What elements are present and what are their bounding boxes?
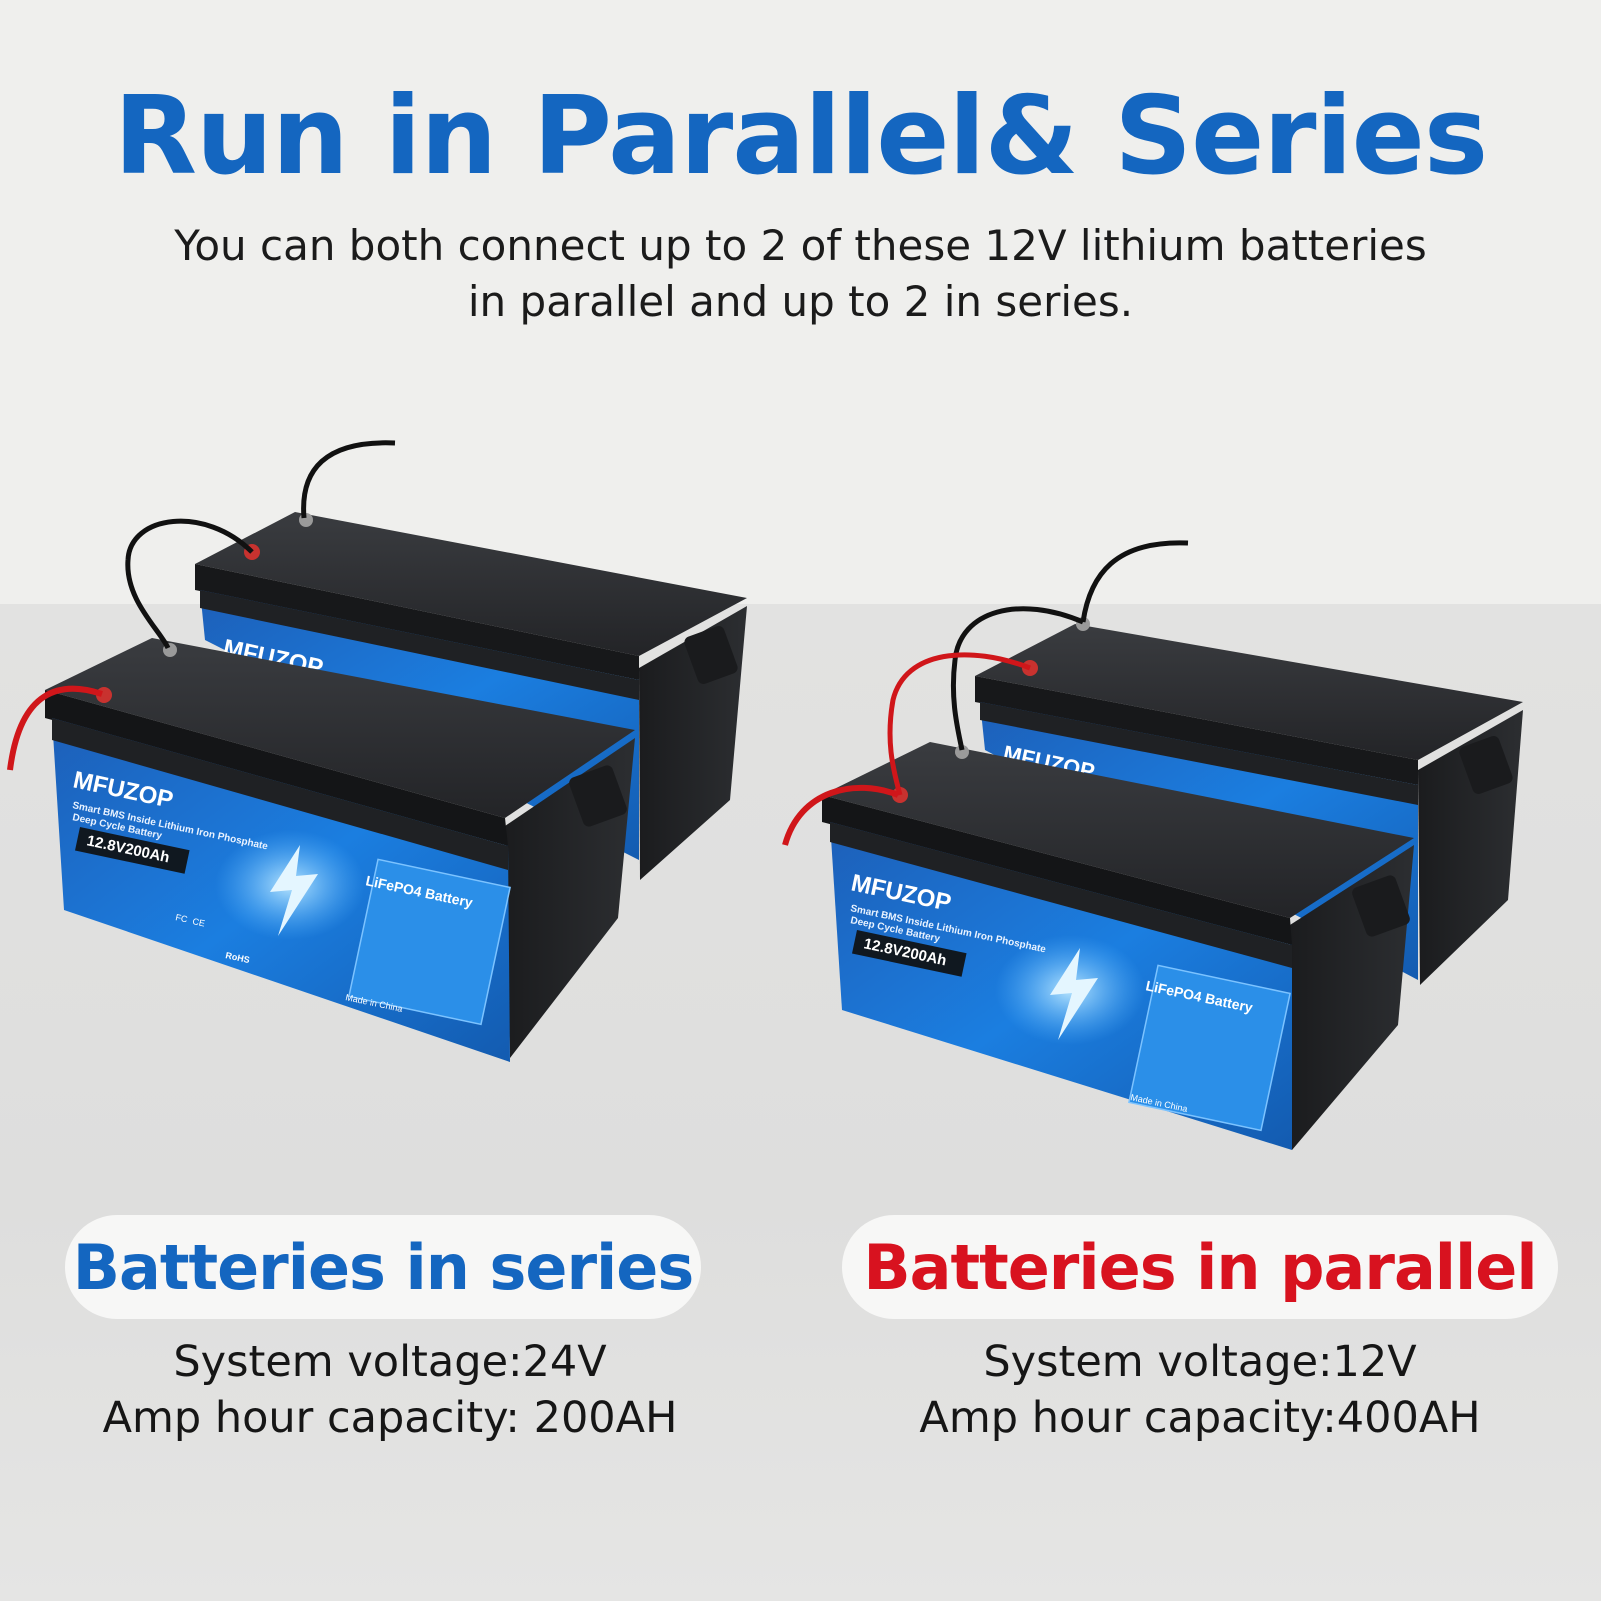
- page-subtitle: You can both connect up to 2 of these 12…: [150, 218, 1451, 330]
- spec-panel: [1128, 964, 1291, 1132]
- series-title-pill: Batteries in series: [65, 1215, 701, 1319]
- terminal-icon: [955, 745, 969, 759]
- parallel-specs: System voltage:12V Amp hour capacity:400…: [840, 1334, 1560, 1446]
- series-capacity: Amp hour capacity: 200AH: [102, 1393, 678, 1443]
- series-specs: System voltage:24V Amp hour capacity: 20…: [60, 1334, 720, 1446]
- red-cable: [7, 685, 103, 771]
- parallel-title: Batteries in parallel: [863, 1230, 1537, 1304]
- page-title: Run in Parallel& Series: [113, 74, 1488, 199]
- battery-front-right: LiFePO4 Battery MFUZOP Smart BMS Inside …: [822, 742, 1414, 1150]
- model-badge: [75, 827, 190, 874]
- subtitle-line-2: in parallel and up to 2 in series.: [467, 277, 1134, 326]
- red-cable: [887, 652, 1031, 796]
- series-title: Batteries in series: [72, 1230, 694, 1304]
- black-cable: [125, 518, 254, 650]
- lightning-icon: [270, 845, 318, 936]
- parallel-capacity: Amp hour capacity:400AH: [919, 1393, 1481, 1443]
- black-cable: [950, 606, 1084, 751]
- lightning-icon: [1050, 948, 1098, 1040]
- battery-front-left: LiFePO4 Battery MFUZOP Smart BMS Inside …: [45, 638, 635, 1062]
- black-cable: [1080, 540, 1189, 623]
- parallel-title-pill: Batteries in parallel: [842, 1215, 1558, 1319]
- battery-handle: [569, 765, 627, 827]
- cert-rohs: RoHS: [225, 950, 251, 965]
- series-voltage: System voltage:24V: [173, 1337, 607, 1387]
- battery-handle: [1352, 875, 1410, 937]
- red-cable: [782, 784, 900, 846]
- spec-panel: [348, 858, 511, 1026]
- cert-ce: CE: [192, 916, 206, 928]
- black-cable: [301, 440, 396, 519]
- cert-fc: FC: [175, 912, 189, 924]
- subtitle-line-1: You can both connect up to 2 of these 12…: [174, 221, 1427, 270]
- parallel-voltage: System voltage:12V: [983, 1337, 1417, 1387]
- model-badge: [852, 930, 967, 977]
